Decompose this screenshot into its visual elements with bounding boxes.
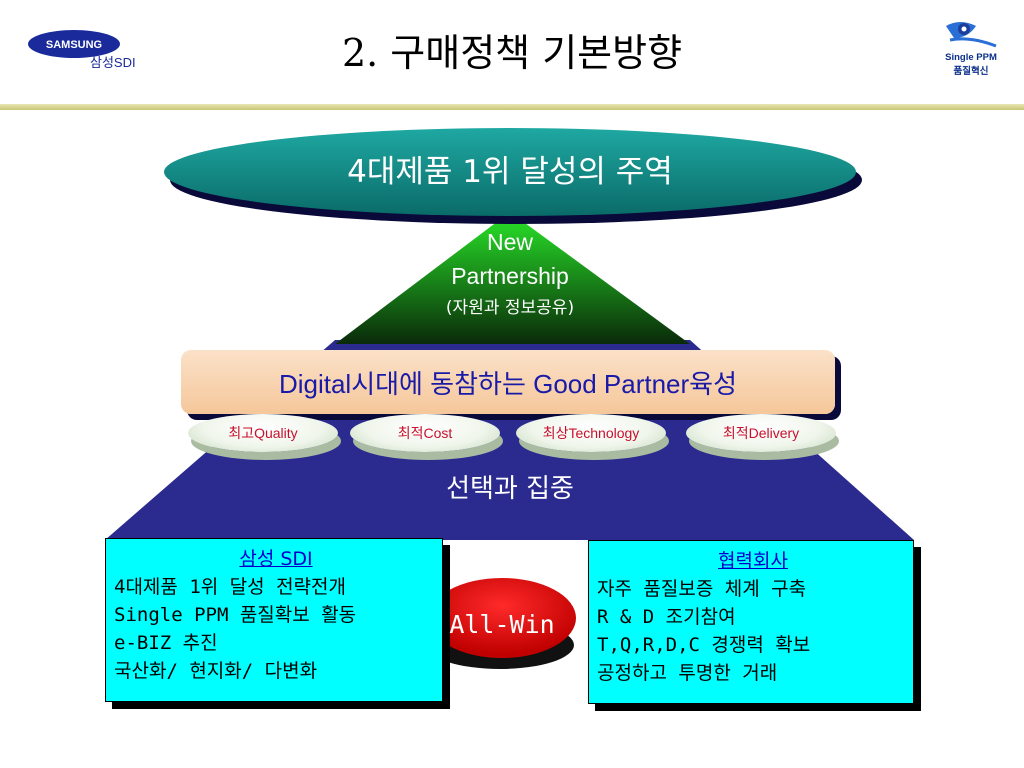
partner-company-box: 협력회사 자주 품질보증 체계 구축 R & D 조기참여 T,Q,R,D,C … [588,540,914,704]
page-title: 2. 구매정책 기본방향 [341,31,683,75]
samsung-sdi-line: Single PPM 품질확보 활동 [114,604,357,626]
header-divider [0,104,1024,110]
logo-brand-text: SAMSUNG [46,39,102,51]
focus-label: 선택과 집중 [446,474,574,504]
single-ppm-logo: Single PPM 품질혁신 [940,16,1002,82]
triangle-line2: Partnership [451,263,569,289]
triangle-text: New Partnership (자원과 정보공유) [380,225,640,323]
pillar-cost: 최적Cost [350,414,500,452]
samsung-sdi-line: 국산화/ 현지화/ 다변화 [114,660,318,682]
samsung-logo: SAMSUNG [28,30,120,58]
partner-company-line: T,Q,R,D,C 경쟁력 확보 [597,634,811,656]
pillar-quality: 최고Quality [188,414,338,452]
triangle-line1: New [486,229,533,255]
partner-company-line: 자주 품질보증 체계 구축 [597,578,807,600]
partner-company-line: 공정하고 투명한 거래 [597,662,778,684]
partner-company-line: R & D 조기참여 [597,606,736,628]
allwin-label: All-Win [449,610,555,639]
samsung-sdi-line: e-BIZ 추진 [114,632,218,654]
partnership-triangle [335,212,690,344]
logo-line1: Single PPM [945,52,997,63]
partner-company-heading: 협력회사 [718,550,788,572]
samsung-sdi-box: 삼성 SDI 4대제품 1위 달성 전략전개 Single PPM 품질확보 활… [105,538,443,702]
goal-label: 4대제품 1위 달성의 주역 [347,154,673,190]
banner-label: Digital시대에 동참하는 Good Partner육성 [278,368,738,399]
partner-banner: Digital시대에 동참하는 Good Partner육성 [181,350,835,414]
triangle-line3: (자원과 정보공유) [445,298,575,318]
samsung-sdi-heading: 삼성 SDI [239,548,313,570]
logo-line2: 품질혁신 [954,65,989,77]
samsung-sdi-line: 4대제품 1위 달성 전략전개 [114,576,346,598]
goal-ellipse [164,128,856,216]
pillar-technology: 최상Technology [516,414,666,452]
pillar-delivery: 최적Delivery [686,414,836,452]
allwin-ellipse [428,578,576,658]
logo-subtitle: 삼성SDI [90,55,136,70]
